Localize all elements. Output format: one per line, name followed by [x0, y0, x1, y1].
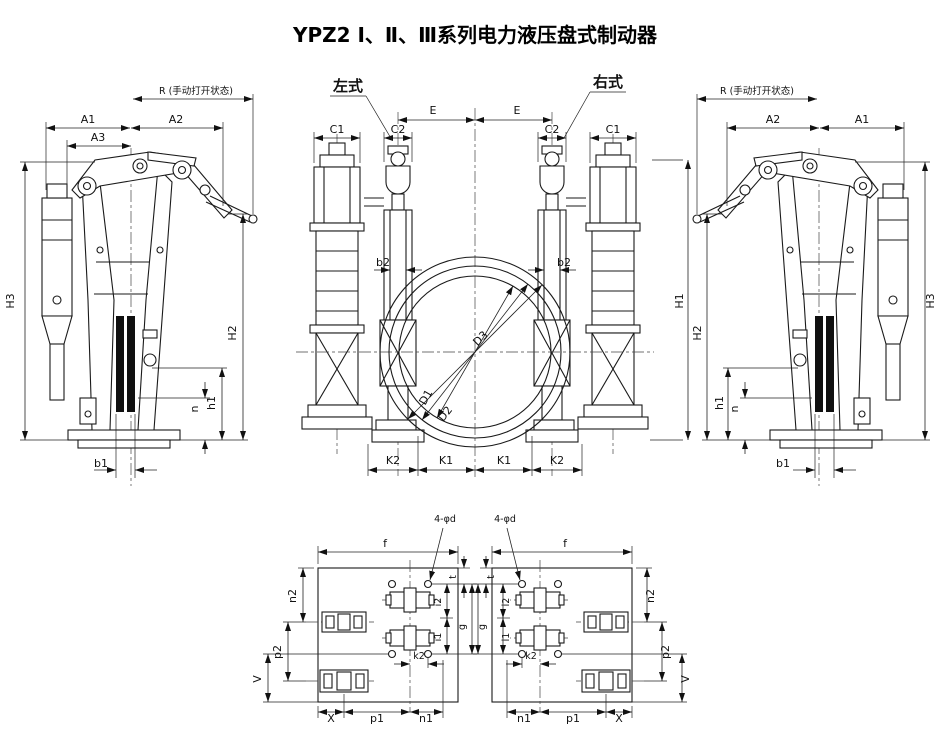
- dim-E-right: E: [514, 104, 521, 117]
- drawing-title: YPZ2 Ⅰ、Ⅱ、Ⅲ系列电力液压盘式制动器: [292, 23, 658, 47]
- dim-C2-left: C2: [391, 123, 406, 136]
- dim-n2-right: n2: [644, 589, 657, 603]
- dim-p2-left: p2: [271, 645, 284, 659]
- dim-b2-left: b2: [376, 256, 390, 269]
- dim-R-right: R (手动打开状态): [720, 85, 794, 97]
- dim-p2-right: p2: [659, 645, 672, 659]
- dim-k2-right: k2: [525, 651, 537, 662]
- dim-h1-right: h1: [713, 396, 726, 410]
- dim-K1-left: K1: [439, 454, 453, 467]
- dim-f-right: f: [563, 537, 568, 550]
- dim-bolt-left: 4-φd: [434, 514, 456, 525]
- dim-A1-right: A1: [855, 113, 870, 126]
- caption-leaders: [330, 91, 626, 141]
- dim-C2-right: C2: [545, 123, 560, 136]
- dim-H3-right: H3: [924, 293, 937, 308]
- dim-b2-right: b2: [557, 256, 571, 269]
- dim-R-left: R (手动打开状态): [159, 85, 233, 97]
- dim-V-left: V: [251, 675, 264, 683]
- dim-n-left: n: [188, 405, 201, 412]
- dim-A2-right: A2: [766, 113, 781, 126]
- dim-p1-left: p1: [370, 712, 384, 725]
- dim-g-left: g: [457, 624, 468, 630]
- dim-E-left: E: [430, 104, 437, 117]
- side-view: [41, 148, 258, 486]
- dim-D3: D3: [470, 328, 490, 348]
- mounting-hole: [423, 649, 433, 659]
- front-view: [301, 112, 425, 476]
- dim-C1-left: C1: [330, 123, 345, 136]
- dim-bolt-right: 4-φd: [494, 514, 516, 525]
- dim-C1-right: C1: [606, 123, 621, 136]
- dim-D2: D2: [435, 404, 455, 424]
- dim-A3-left: A3: [91, 131, 106, 144]
- asymmetric-dimension-lines: [66, 140, 691, 441]
- dim-f-left: f: [383, 537, 388, 550]
- dim-i1-left: i1: [433, 633, 444, 642]
- dim-A1-left: A1: [81, 113, 96, 126]
- dim-X-left: X: [327, 712, 335, 725]
- mounting-hole: [387, 579, 397, 589]
- dim-p1-right: p1: [566, 712, 580, 725]
- dim-i2-left: i2: [433, 598, 444, 607]
- caption-right-type: 右式: [593, 73, 623, 91]
- front-view-dimension-lines: [313, 117, 475, 476]
- plan-view: [306, 560, 459, 712]
- dim-A2-left: A2: [169, 113, 184, 126]
- dim-K2-right: K2: [550, 454, 564, 467]
- dim-H2-left: H2: [226, 325, 239, 340]
- dim-b1-right: b1: [776, 457, 790, 470]
- brake-pad-side: [127, 316, 135, 412]
- mounting-hole: [387, 649, 397, 659]
- dim-i2-right: i2: [501, 598, 512, 607]
- caption-left-type: 左式: [332, 77, 363, 95]
- dim-i1-right: i1: [501, 633, 512, 642]
- dim-V-right: V: [679, 675, 692, 683]
- dim-t-left: t: [448, 575, 459, 579]
- dim-g-right: g: [477, 624, 488, 630]
- dim-X-right: X: [615, 712, 623, 725]
- brake-disc: [296, 108, 654, 480]
- dim-H3-left: H3: [4, 293, 17, 308]
- dim-H1-right: H1: [673, 293, 686, 308]
- dim-t-right: t: [486, 575, 497, 579]
- dim-k2-left: k2: [413, 651, 425, 662]
- dim-K2-left: K2: [386, 454, 400, 467]
- dim-h1-left: h1: [205, 396, 218, 410]
- dim-n2-left: n2: [286, 589, 299, 603]
- mounting-hole: [423, 579, 433, 589]
- dim-H2-right: H2: [691, 325, 704, 340]
- dim-n1-right: n1: [517, 712, 531, 725]
- dim-n-right: n: [728, 405, 741, 412]
- plan-view-dimension-lines: [263, 527, 477, 718]
- dim-b1-left: b1: [94, 457, 108, 470]
- dim-n1-left: n1: [419, 712, 433, 725]
- dim-K1-right: K1: [497, 454, 511, 467]
- side-view-dimension-lines: [20, 94, 254, 478]
- brake-pad-side: [116, 316, 124, 412]
